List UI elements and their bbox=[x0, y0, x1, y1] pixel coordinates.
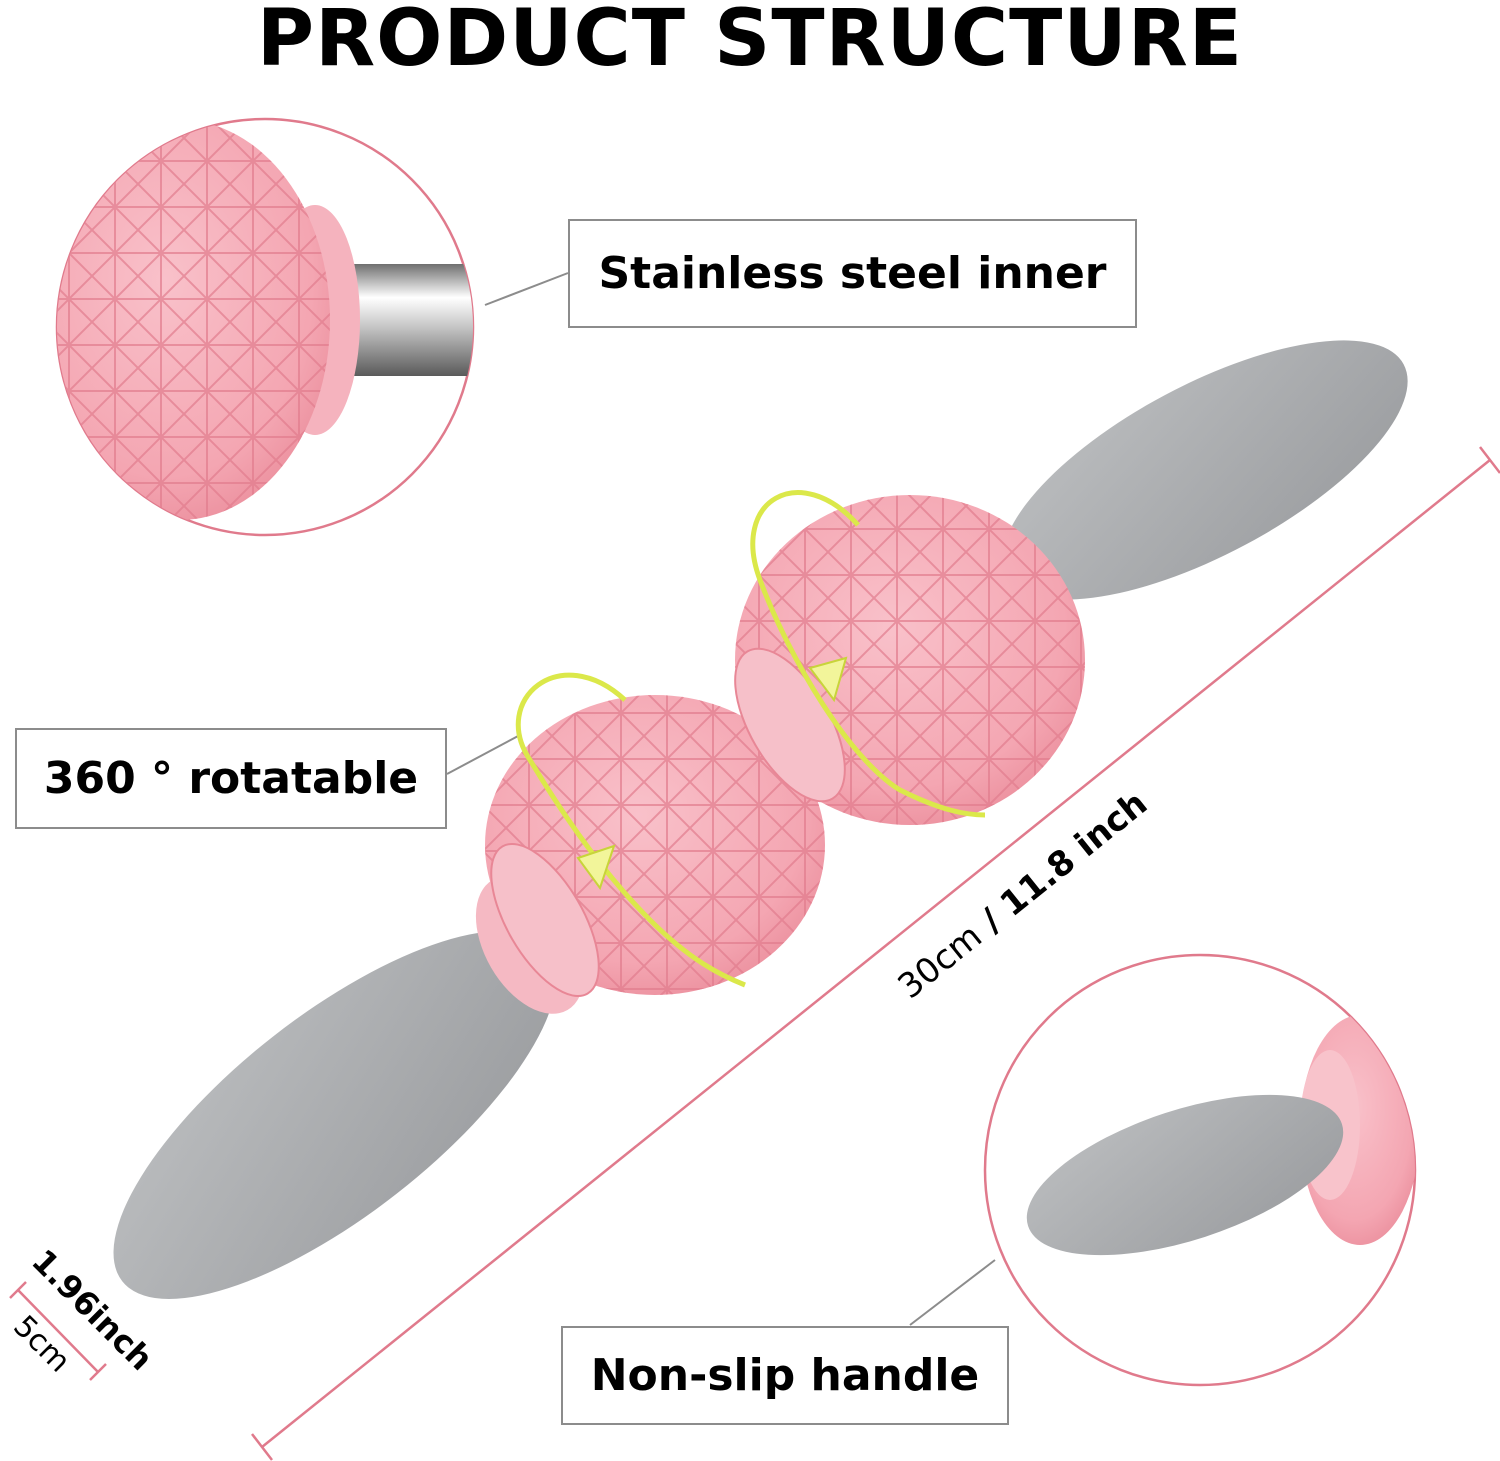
top-handle bbox=[1002, 340, 1408, 600]
page-title: PRODUCT STRUCTURE bbox=[256, 0, 1244, 84]
length-dimension-line bbox=[251, 446, 1500, 1461]
steel-core-detail bbox=[55, 117, 475, 537]
callout-rotatable: 360 ° rotatable bbox=[15, 728, 447, 829]
width-dimension-line bbox=[9, 1281, 107, 1381]
callout-stainless-steel: Stainless steel inner bbox=[568, 219, 1137, 328]
leader-line-rotate bbox=[446, 734, 521, 775]
leader-line-handle bbox=[909, 1259, 996, 1326]
callout-non-slip-handle: Non-slip handle bbox=[561, 1326, 1009, 1425]
handle-detail bbox=[983, 953, 1417, 1387]
width-cm-label: 5cm bbox=[6, 1309, 77, 1380]
leader-line-steel bbox=[484, 272, 569, 306]
massage-roller-stick bbox=[113, 340, 1408, 1299]
bottom-handle bbox=[113, 931, 557, 1299]
rotation-arrow-icon bbox=[515, 490, 986, 988]
